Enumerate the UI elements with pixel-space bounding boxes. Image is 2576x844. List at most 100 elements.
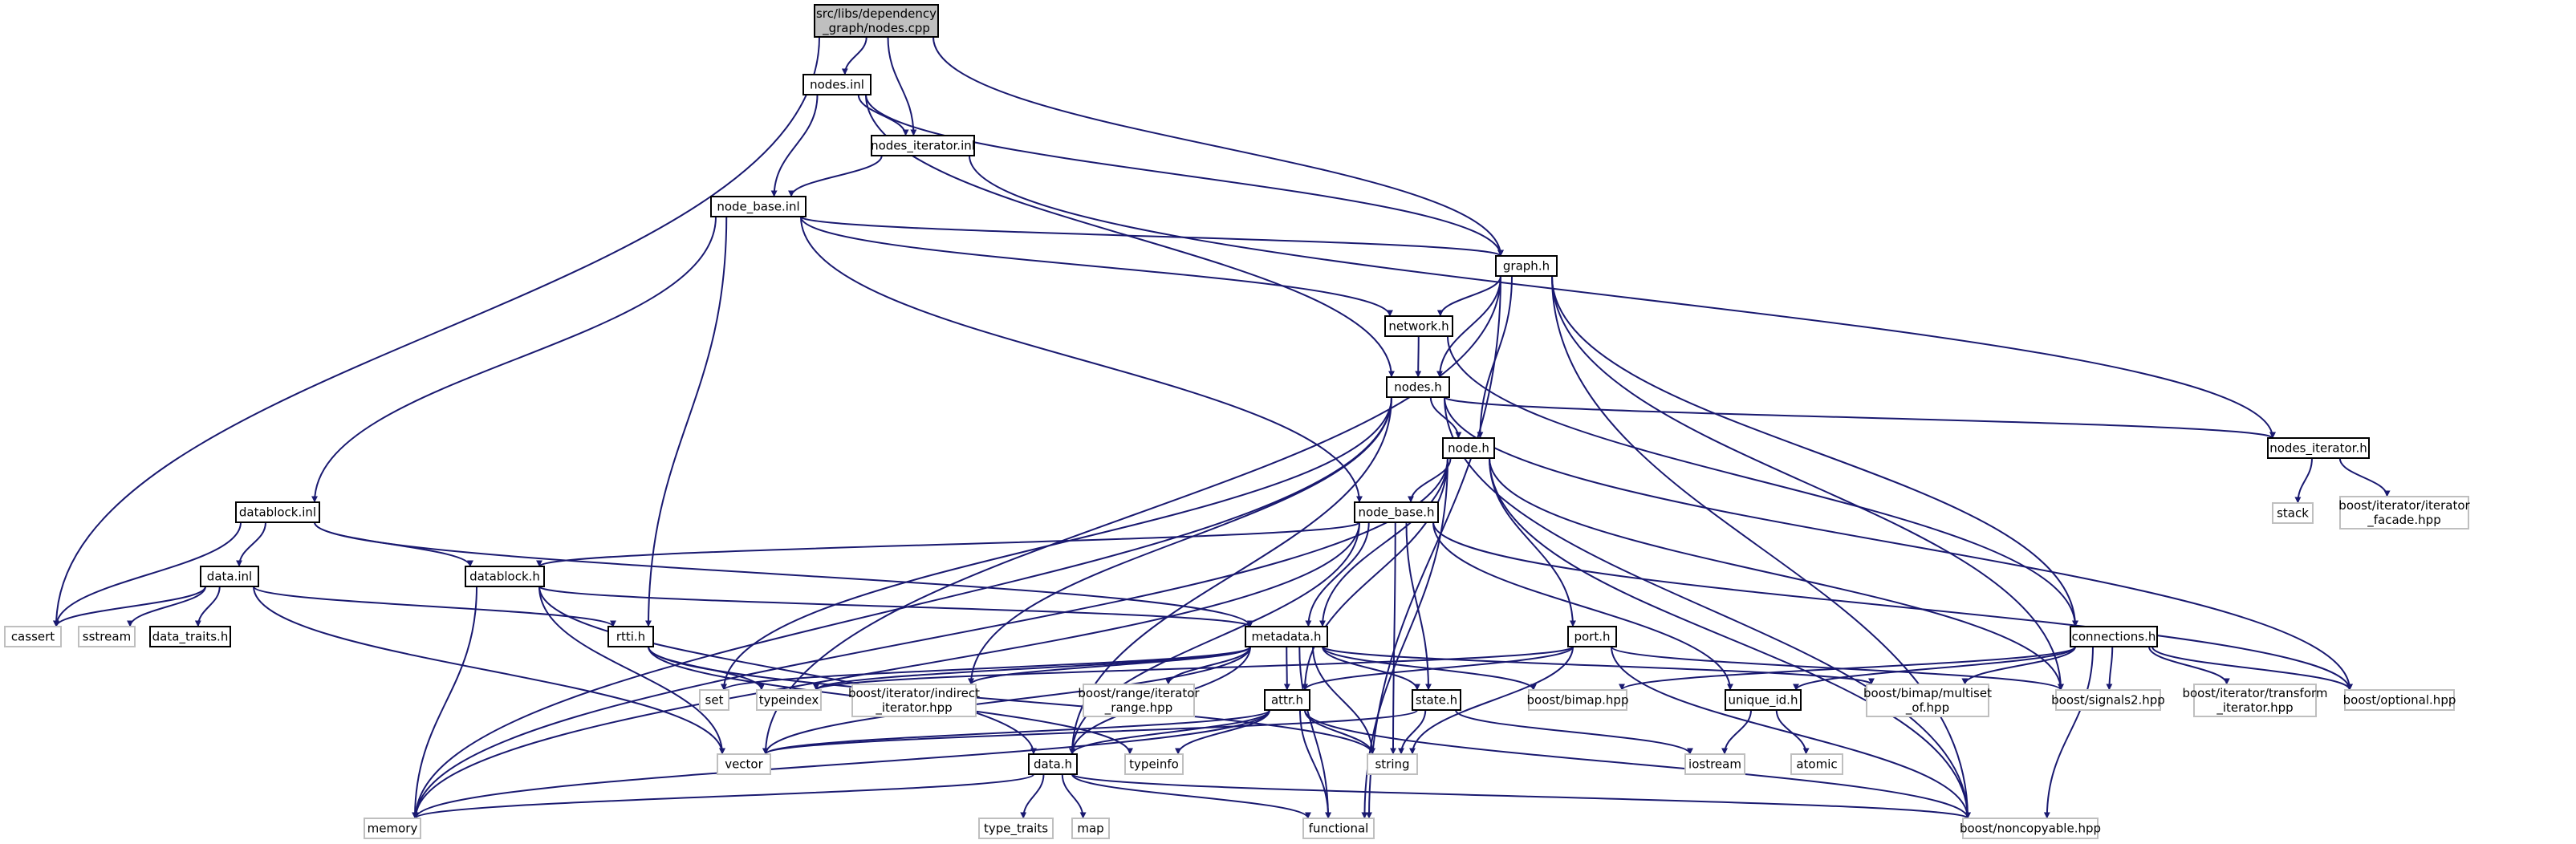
node-box <box>78 626 136 647</box>
node-bimap[interactable]: boost/bimap.hpp <box>1527 689 1629 711</box>
node-box <box>607 626 654 647</box>
node-iter_facade[interactable]: boost/iterator/iterator_facade.hpp <box>2338 496 2471 530</box>
node-layer: src/libs/dependency_graph/nodes.cppnodes… <box>4 4 2471 839</box>
node-label: vector <box>725 757 763 772</box>
node-metadata_h[interactable]: metadata.h <box>1245 626 1328 647</box>
node-label: cassert <box>11 630 55 644</box>
node-map[interactable]: map <box>1071 818 1110 839</box>
node-label: boost/bimap/multiset <box>1863 686 1992 700</box>
node-typeindex[interactable]: typeindex <box>756 689 822 711</box>
node-connections_h[interactable]: connections.h <box>2070 626 2158 647</box>
node-nodes_iterator_inl[interactable]: nodes_iterator.inl <box>871 135 975 156</box>
node-cassert[interactable]: cassert <box>4 626 62 647</box>
edge-data_h-to-type_traits <box>1020 773 1045 819</box>
node-box <box>717 753 771 775</box>
node-typeinfo[interactable]: typeinfo <box>1124 753 1184 775</box>
node-rtti_h[interactable]: rtti.h <box>607 626 654 647</box>
node-node_h[interactable]: node.h <box>1442 437 1495 459</box>
edge-root-to-nodes_inl <box>841 36 867 75</box>
node-data_traits_h[interactable]: data_traits.h <box>149 626 231 647</box>
node-box <box>1442 437 1495 459</box>
edge-node_base_inl-to-network_h <box>800 216 1393 317</box>
edge-layer <box>53 36 2391 819</box>
node-box <box>1264 689 1310 711</box>
node-set[interactable]: set <box>699 689 729 711</box>
node-vector[interactable]: vector <box>717 753 771 775</box>
edge-nodes_iterator_h-to-stack <box>2294 457 2313 504</box>
node-label: _facade.hpp <box>2367 513 2440 528</box>
node-atomic[interactable]: atomic <box>1790 753 1843 775</box>
node-label: metadata.h <box>1252 630 1322 644</box>
node-data_h[interactable]: data.h <box>1028 753 1078 775</box>
edge-graph_h-to-connections_h <box>1551 275 2078 627</box>
node-multiset_of[interactable]: boost/bimap/multiset_of.hpp <box>1863 684 1992 717</box>
node-port_h[interactable]: port.h <box>1567 626 1617 647</box>
node-box <box>1384 315 1453 337</box>
node-label: stack <box>2277 506 2309 521</box>
node-box <box>4 626 62 647</box>
node-signals2[interactable]: boost/signals2.hpp <box>2051 689 2165 711</box>
node-label: boost/optional.hpp <box>2343 693 2456 708</box>
edge-data_inl-to-data_traits_h <box>194 586 221 627</box>
node-label: memory <box>368 822 418 836</box>
node-iter_range[interactable]: boost/range/iterator_range.hpp <box>1078 684 1200 717</box>
node-box <box>1866 684 1989 717</box>
edge-datablock_inl-to-data_inl <box>236 521 266 567</box>
node-unique_id_h[interactable]: unique_id.h <box>1725 689 1802 711</box>
node-nodes_h[interactable]: nodes.h <box>1386 376 1450 398</box>
edge-data_inl-to-vector <box>253 586 725 755</box>
node-label: _range.hpp <box>1104 700 1172 716</box>
node-box <box>1790 753 1843 775</box>
node-stack[interactable]: stack <box>2272 502 2314 524</box>
node-root[interactable]: src/libs/dependency_graph/nodes.cpp <box>814 4 939 38</box>
node-sstream[interactable]: sstream <box>78 626 136 647</box>
node-transform_iter[interactable]: boost/iterator/transform_iterator.hpp <box>2182 684 2328 717</box>
node-functional[interactable]: functional <box>1302 818 1375 839</box>
node-label: nodes_iterator.inl <box>871 139 975 154</box>
node-state_h[interactable]: state.h <box>1412 689 1461 711</box>
edge-graph_h-to-noncopyable <box>1551 275 1971 819</box>
node-iostream[interactable]: iostream <box>1684 753 1745 775</box>
node-data_inl[interactable]: data.inl <box>200 566 259 587</box>
edge-datablock_h-to-data_h <box>538 586 1037 755</box>
node-box <box>814 4 939 38</box>
edge-nodes_iterator_h-to-iter_facade <box>2338 457 2391 497</box>
node-box <box>851 684 977 717</box>
node-box <box>1386 376 1450 398</box>
edge-node_h-to-memory <box>412 457 1448 819</box>
edge-node_h-to-metadata_h <box>1319 457 1448 627</box>
node-box <box>1528 689 1627 711</box>
node-box <box>2267 437 2370 459</box>
node-datablock_h[interactable]: datablock.h <box>465 566 545 587</box>
edge-node_h-to-attr_h <box>1302 457 1448 691</box>
node-datablock_inl[interactable]: datablock.inl <box>235 501 320 523</box>
edge-attr_h-to-data_h <box>1069 709 1270 755</box>
edge-node_base_h-to-string <box>1390 521 1397 755</box>
edge-state_h-to-iostream <box>1455 709 1693 755</box>
node-label: boost/iterator/iterator <box>2338 498 2470 513</box>
edge-node_base_h-to-optional <box>1432 521 2353 691</box>
edge-port_h-to-noncopyable <box>1611 646 1971 819</box>
node-nodes_inl[interactable]: nodes.inl <box>802 74 872 95</box>
node-type_traits[interactable]: type_traits <box>978 818 1054 839</box>
node-label: src/libs/dependency <box>816 6 937 21</box>
node-indirect_iter[interactable]: boost/iterator/indirect_iterator.hpp <box>848 684 980 717</box>
node-network_h[interactable]: network.h <box>1384 315 1453 337</box>
node-memory[interactable]: memory <box>364 818 421 839</box>
node-label: sstream <box>83 630 131 644</box>
node-optional[interactable]: boost/optional.hpp <box>2343 689 2456 711</box>
node-box <box>1725 689 1802 711</box>
node-node_base_h[interactable]: node_base.h <box>1354 501 1439 523</box>
edge-node_h-to-signals2 <box>1489 457 2064 691</box>
node-attr_h[interactable]: attr.h <box>1264 689 1310 711</box>
node-string[interactable]: string <box>1367 753 1418 775</box>
node-nodes_iterator_h[interactable]: nodes_iterator.h <box>2267 437 2370 459</box>
node-box <box>364 818 421 839</box>
node-noncopyable[interactable]: boost/noncopyable.hpp <box>1960 818 2101 839</box>
node-label: node.h <box>1448 441 1489 456</box>
node-graph_h[interactable]: graph.h <box>1495 255 1558 277</box>
edge-data_h-to-noncopyable <box>1071 773 1971 819</box>
node-label: boost/bimap.hpp <box>1527 693 1629 708</box>
node-node_base_inl[interactable]: node_base.inl <box>710 196 807 217</box>
node-box <box>1962 818 2099 839</box>
